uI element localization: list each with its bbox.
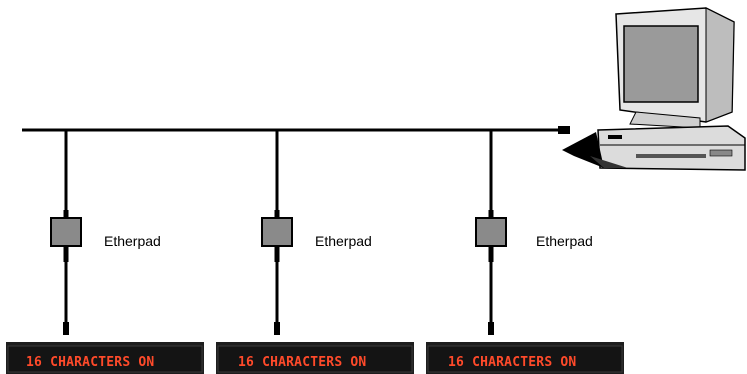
ethernet-adapter-icon xyxy=(50,217,82,247)
display-text: 16 CHARACTERS ON xyxy=(448,355,576,370)
network-node-2: 16 CHARACTERS ON xyxy=(216,130,414,374)
bus-terminator xyxy=(558,126,570,134)
led-display-icon: 16 CHARACTERS ON xyxy=(216,342,414,374)
ethernet-adapter-icon xyxy=(475,217,507,247)
network-node-3: 16 CHARACTERS ON xyxy=(426,130,624,374)
network-node-1: 16 CHARACTERS ON xyxy=(6,130,204,374)
display-connector xyxy=(63,322,69,335)
display-text: 16 CHARACTERS ON xyxy=(238,355,366,370)
display-text: 16 CHARACTERS ON xyxy=(26,355,154,370)
computer-icon xyxy=(562,7,746,171)
display-connector xyxy=(488,322,494,335)
node-label-2: Etherpad xyxy=(315,233,372,249)
led-display-icon: 16 CHARACTERS ON xyxy=(6,342,204,374)
led-display-icon: 16 CHARACTERS ON xyxy=(426,342,624,374)
display-connector xyxy=(274,322,280,335)
node-label-1: Etherpad xyxy=(104,233,161,249)
node-label-3: Etherpad xyxy=(536,233,593,249)
ethernet-adapter-icon xyxy=(261,217,293,247)
